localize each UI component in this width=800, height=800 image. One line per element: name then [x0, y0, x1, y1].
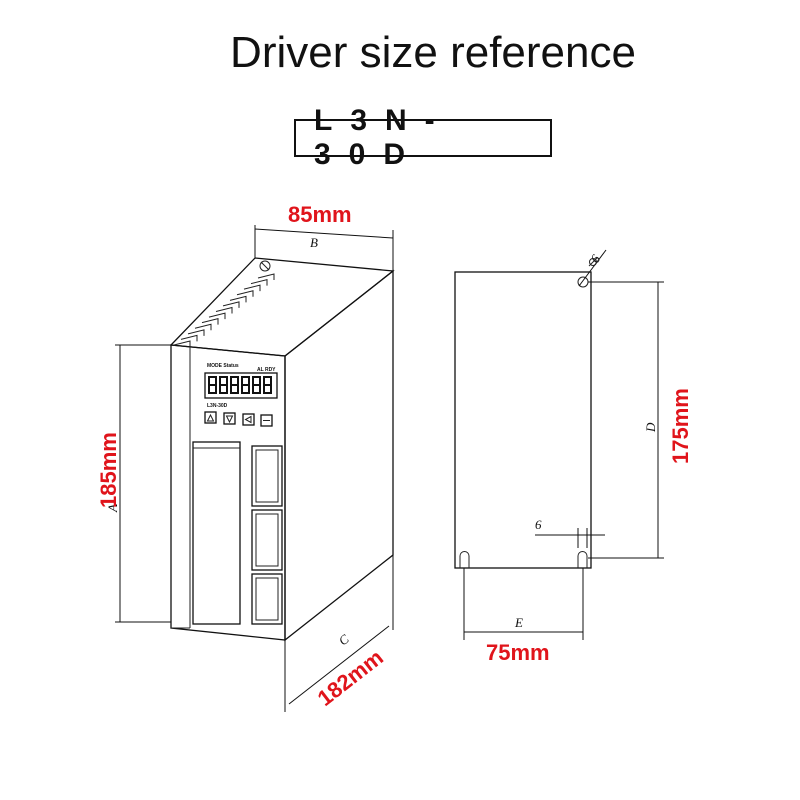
height-letter: A — [105, 504, 120, 513]
heatsink-fin — [215, 306, 233, 314]
heatsink-fin — [250, 278, 268, 286]
hole-offset-value: 6 — [535, 517, 542, 532]
driver-3d-view: MODE Status AL RDY L3N-30D — [96, 202, 395, 712]
heatsink-fin — [229, 295, 247, 303]
side-face — [284, 269, 394, 642]
control-buttons — [204, 411, 273, 427]
heatsink-fin — [201, 318, 219, 325]
mount-width-value: 75mm — [486, 640, 550, 665]
down-button — [223, 412, 236, 425]
mount-height-value: 175mm — [668, 388, 693, 464]
up-button — [204, 411, 217, 424]
terminal-blocks — [251, 445, 283, 625]
back-bottom-slot-left — [459, 551, 470, 568]
display-label-left: MODE Status — [207, 363, 239, 369]
heatsink-fin — [180, 334, 198, 342]
mount-height-letter: D — [643, 422, 658, 433]
top-mount-hole — [259, 260, 271, 272]
display-model-label: L3N-30D — [207, 403, 228, 409]
width-value: 85mm — [288, 202, 352, 227]
heatsink-fin — [243, 284, 261, 292]
page-title: Driver size reference — [230, 28, 636, 77]
width-letter: B — [310, 235, 318, 250]
left-button — [242, 413, 255, 426]
connector-cover — [192, 441, 241, 625]
heatsink-fin — [236, 290, 254, 297]
mount-width-letter: E — [514, 615, 523, 630]
driver-back-view: 6 D 175mm 6 E 75mm — [454, 249, 693, 665]
display-label-right: AL RDY — [257, 367, 276, 373]
depth-letter: C — [336, 631, 352, 648]
heatsink-fin — [173, 340, 191, 347]
height-value: 185mm — [96, 432, 121, 508]
display-panel: MODE Status AL RDY L3N-30D — [204, 363, 278, 409]
dimension-depth: C 182mm — [284, 555, 394, 712]
heatsink-fin — [187, 329, 205, 336]
top-face — [169, 257, 395, 357]
heatsink-fins — [173, 273, 275, 347]
heatsink-fin — [208, 312, 226, 320]
back-plate — [454, 271, 592, 569]
heatsink-fin — [194, 323, 212, 331]
heatsink-fin — [222, 301, 240, 308]
seven-segment-display — [208, 376, 272, 394]
dimension-width: B 85mm — [254, 202, 394, 271]
back-bottom-slot-right — [577, 551, 588, 568]
dimension-mount-height: D 175mm — [588, 281, 693, 559]
dimension-height: A 185mm — [96, 344, 171, 623]
dimension-hole-offset: 6 — [535, 517, 605, 548]
dimension-mount-width: E 75mm — [463, 568, 584, 665]
heatsink-fin — [257, 273, 275, 280]
depth-value: 182mm — [313, 645, 388, 711]
enter-button — [260, 414, 273, 427]
